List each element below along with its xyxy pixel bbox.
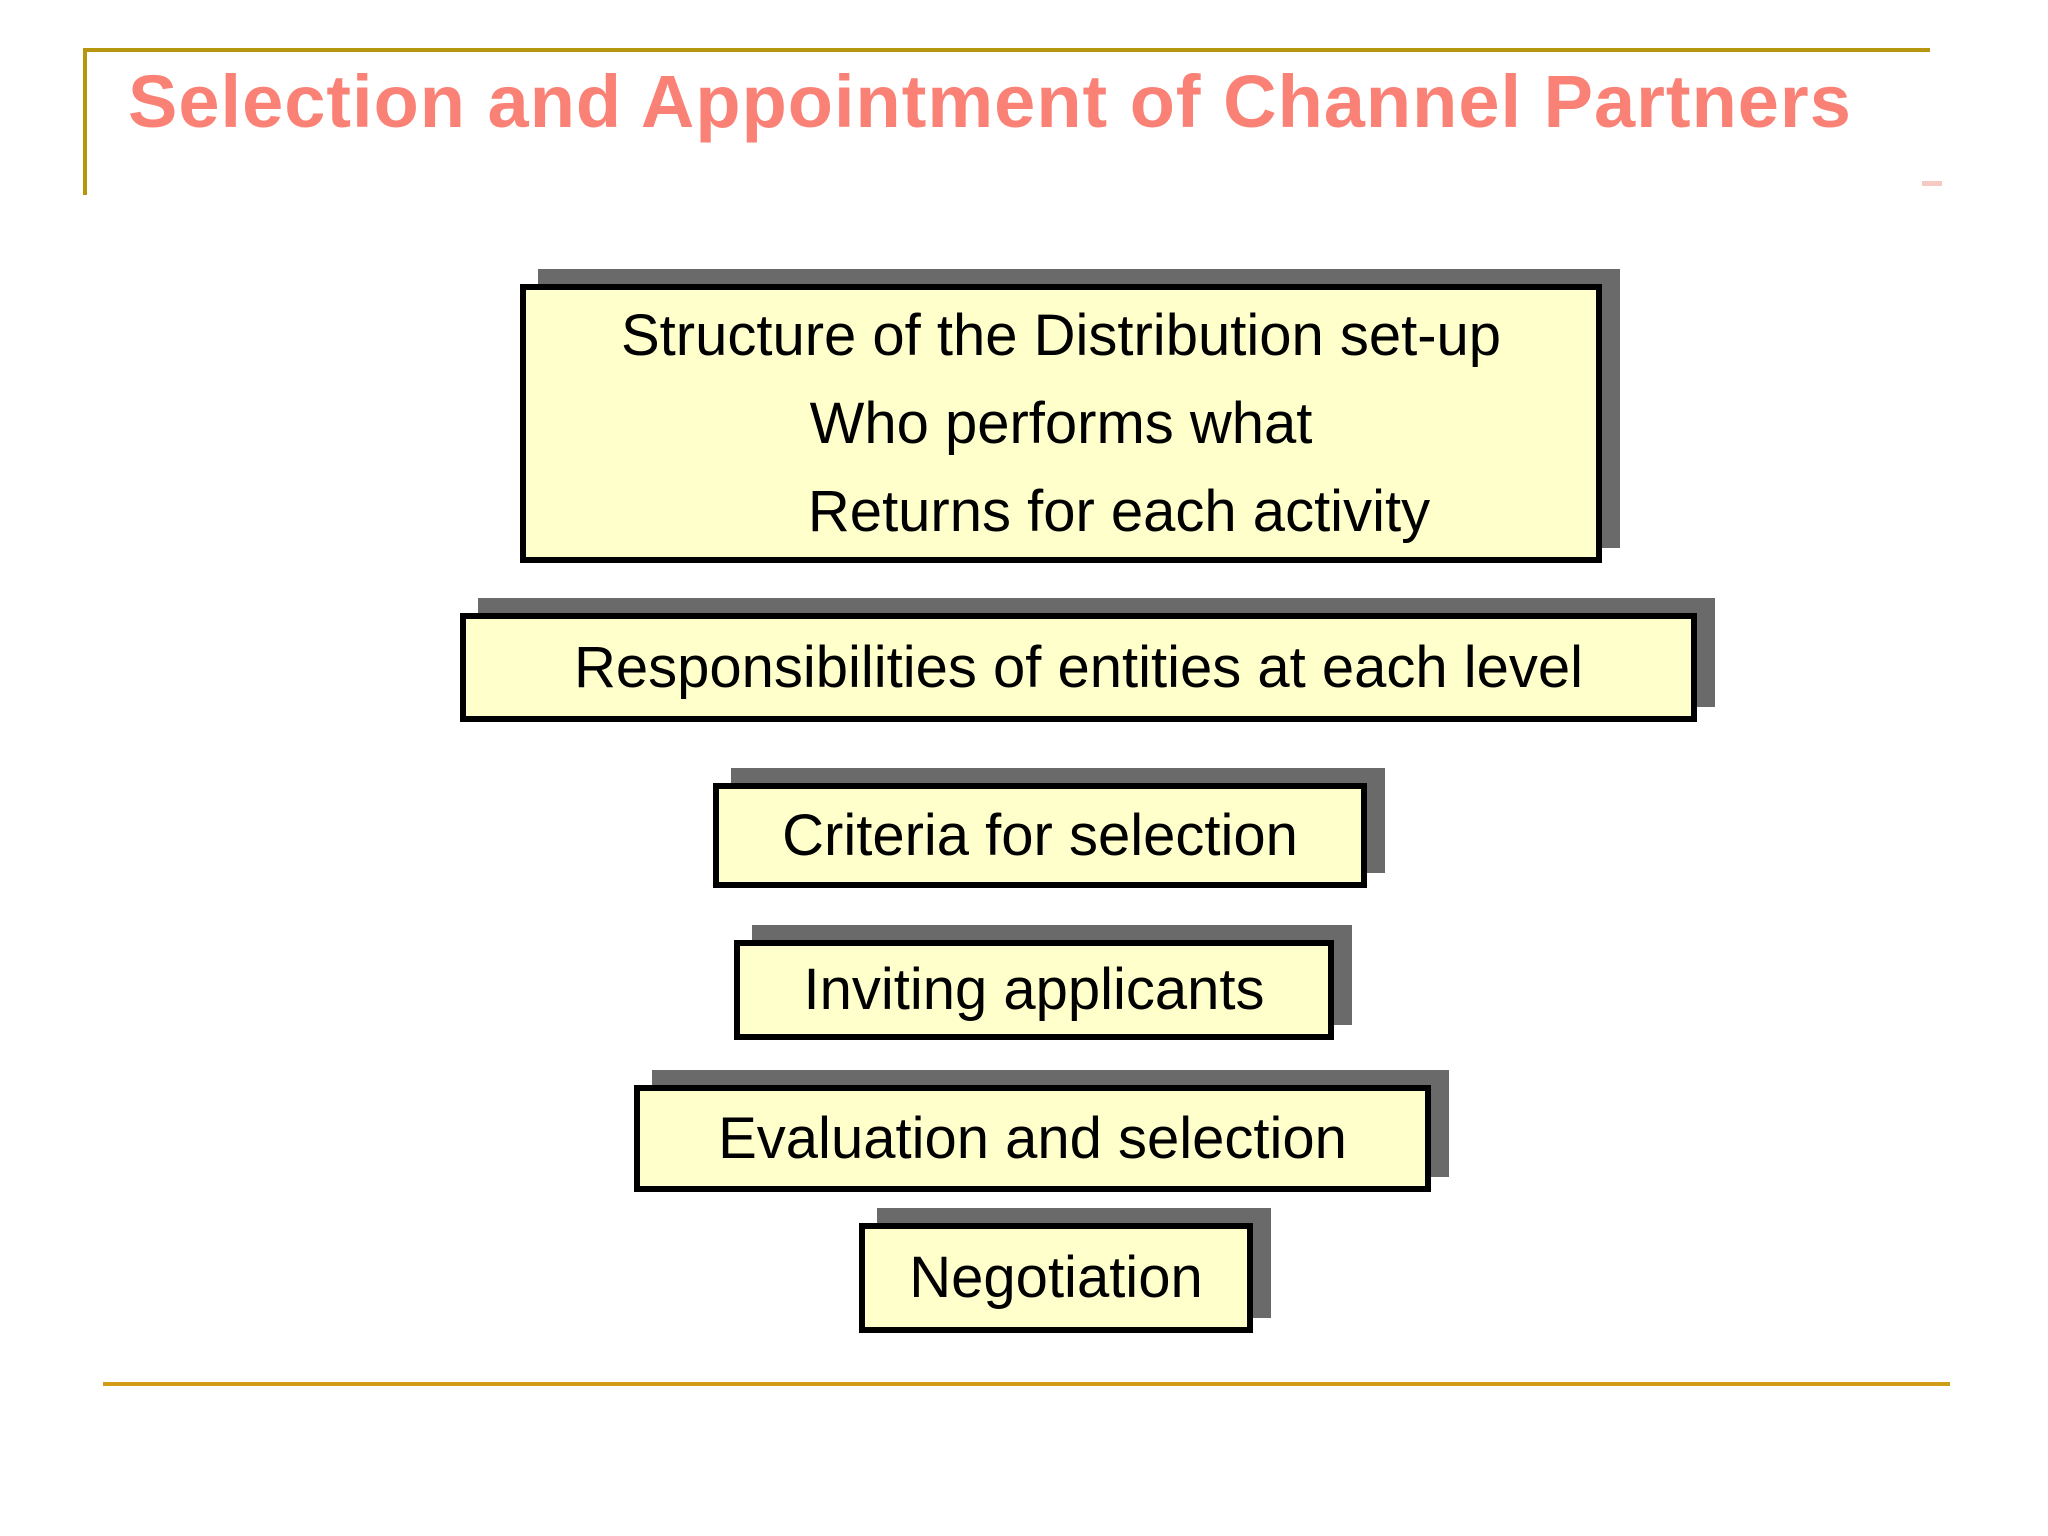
flow-box-evaluation-selection: Evaluation and selection: [634, 1085, 1431, 1192]
flow-box-line: Evaluation and selection: [718, 1105, 1347, 1171]
flow-box-line: Inviting applicants: [803, 957, 1265, 1022]
top-gold-rule: [83, 48, 1930, 52]
flow-box-line: Negotiation: [909, 1245, 1203, 1310]
flow-box-line: Who performs what: [809, 390, 1313, 456]
flow-box-structure: Structure of the Distribution set-up Who…: [520, 284, 1602, 563]
flow-box-line: Responsibilities of entities at each lev…: [573, 634, 1584, 700]
flow-box-line: Criteria for selection: [782, 802, 1298, 868]
bottom-gold-rule: [103, 1382, 1950, 1386]
artifact-mark: [1922, 181, 1942, 186]
flow-box-inviting-applicants: Inviting applicants: [734, 940, 1334, 1040]
flow-box-negotiation: Negotiation: [859, 1223, 1253, 1333]
flow-box-line: Returns for each activity: [807, 478, 1431, 544]
flow-box-responsibilities: Responsibilities of entities at each lev…: [460, 613, 1697, 722]
left-gold-rule: [83, 48, 87, 195]
flow-box-criteria: Criteria for selection: [713, 783, 1367, 888]
flow-box-line: Structure of the Distribution set-up: [620, 302, 1502, 368]
page-title: Selection and Appointment of Channel Par…: [128, 60, 1852, 143]
